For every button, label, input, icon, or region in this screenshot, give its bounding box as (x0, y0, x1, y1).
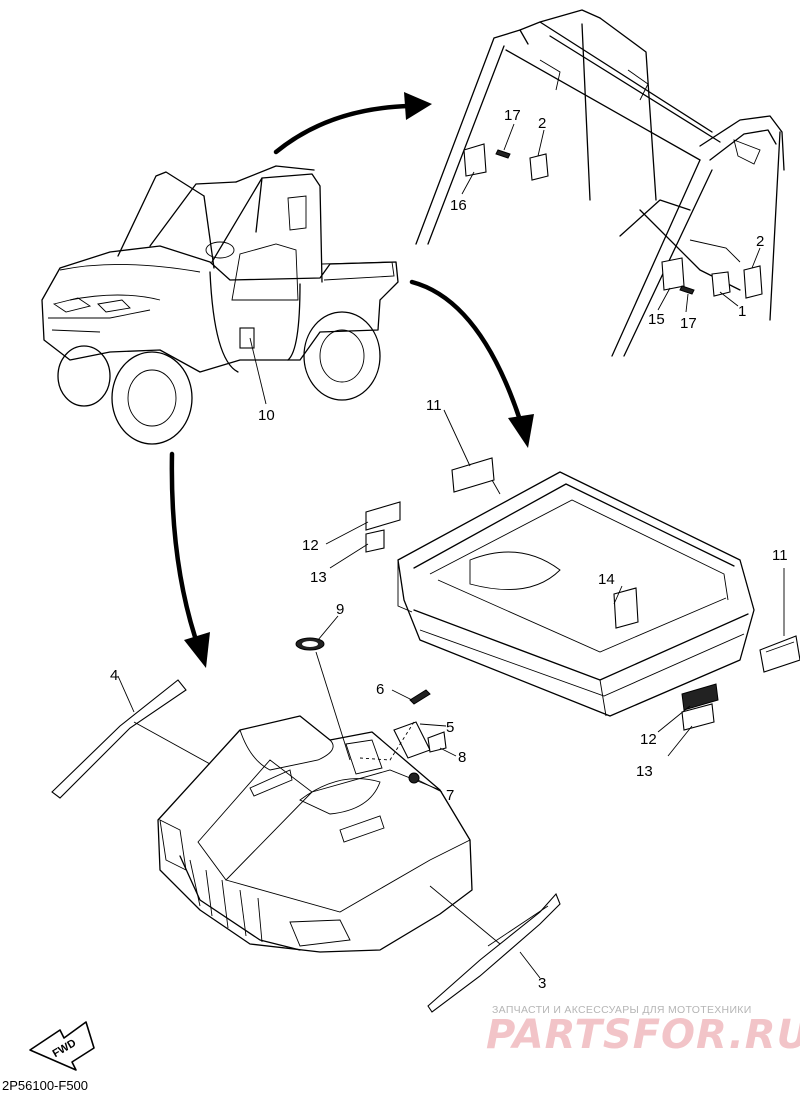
callout-17-top: 17 (504, 107, 521, 124)
callout-6: 6 (376, 681, 384, 698)
callout-13-left: 13 (310, 569, 327, 586)
callout-10: 10 (258, 407, 275, 424)
callout-15: 15 (648, 311, 665, 328)
callout-17-bottom: 17 (680, 315, 697, 332)
callout-5: 5 (446, 719, 454, 736)
callout-4: 4 (110, 667, 118, 684)
callout-2-right: 2 (756, 233, 764, 250)
part-code: 2P56100-F500 (2, 1078, 88, 1093)
callouts: 17 2 16 2 15 17 1 10 11 12 13 11 14 9 4 … (110, 107, 788, 992)
callout-14: 14 (598, 571, 615, 588)
callout-9: 9 (336, 601, 344, 618)
callout-12-right: 12 (640, 731, 657, 748)
hood (51, 615, 561, 1013)
callout-3: 3 (538, 975, 546, 992)
cargo-bed (325, 409, 800, 757)
callout-11-top: 11 (426, 397, 442, 414)
callout-2-top: 2 (538, 115, 546, 132)
callout-1: 1 (738, 303, 746, 320)
callout-13-right: 13 (636, 763, 653, 780)
watermark-brand: PARTSFOR.RU (486, 1012, 800, 1058)
vehicle-overview (41, 165, 399, 445)
fwd-arrow-icon: FWD (29, 1021, 95, 1071)
roll-cage-detail (415, 9, 785, 357)
callout-12-left: 12 (302, 537, 319, 554)
callout-16: 16 (450, 197, 467, 214)
watermark: ЗАПЧАСТИ И АКСЕССУАРЫ ДЛЯ МОТОТЕХНИКИ PA… (486, 1004, 800, 1058)
callout-8: 8 (458, 749, 466, 766)
flow-arrows (169, 92, 534, 668)
callout-11-right: 11 (772, 547, 788, 564)
callout-7: 7 (446, 787, 454, 804)
watermark-tagline: ЗАПЧАСТИ И АКСЕССУАРЫ ДЛЯ МОТОТЕХНИКИ (492, 1004, 752, 1016)
